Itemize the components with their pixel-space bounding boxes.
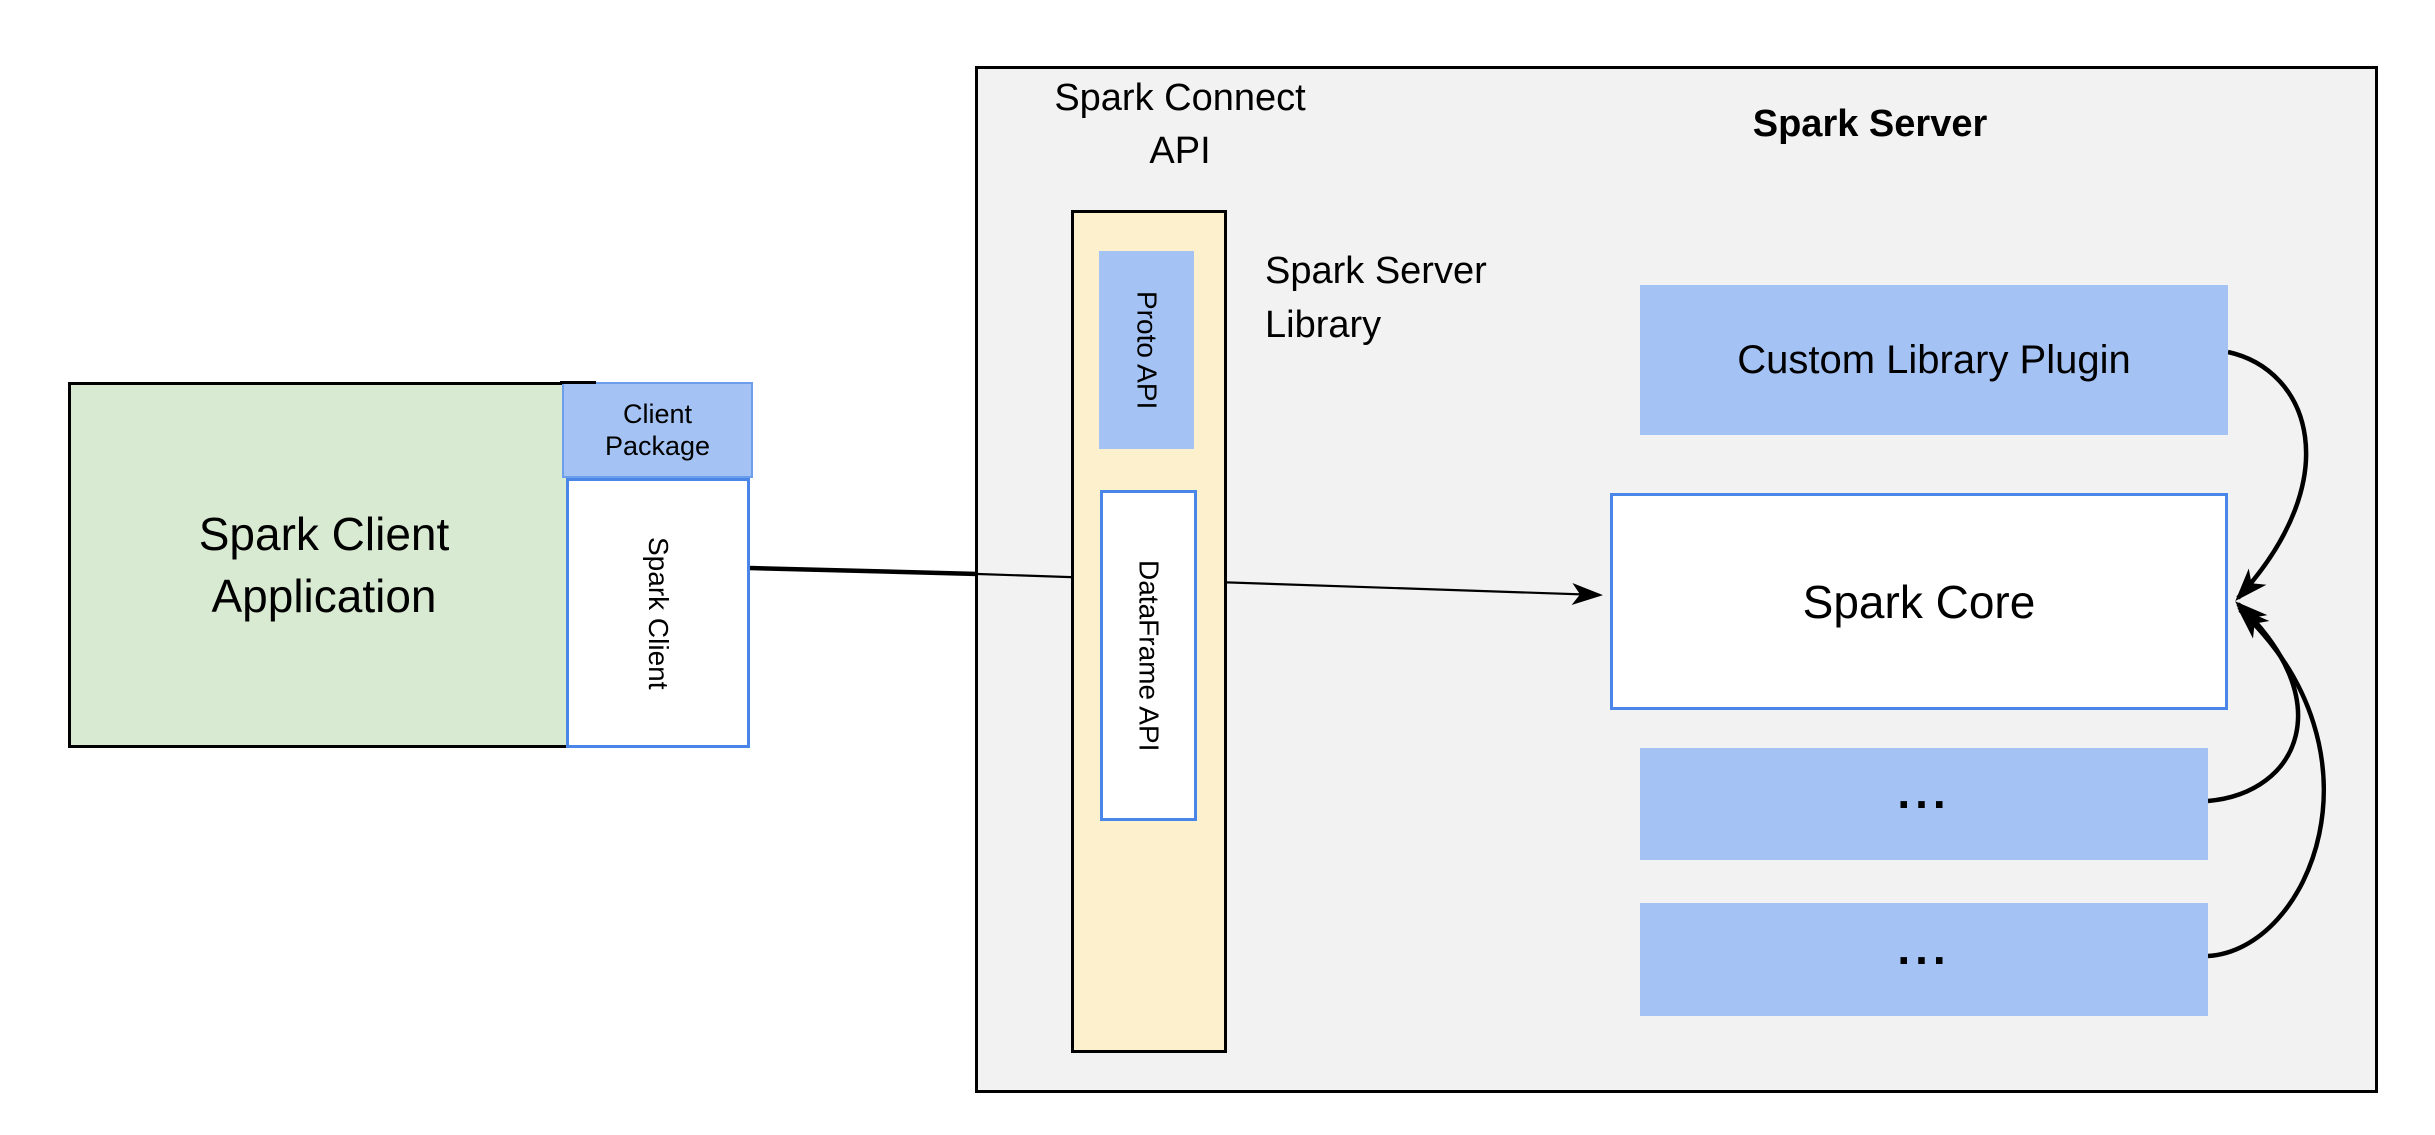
spark-server-title: Spark Server bbox=[1752, 103, 1988, 145]
plugin-placeholder-box-2: ... bbox=[1640, 903, 2208, 1016]
plugin-placeholder-label-1: ... bbox=[1897, 766, 1951, 818]
dataframe-api-box: DataFrame API bbox=[1100, 490, 1197, 821]
client-application-label-line2: Application bbox=[211, 570, 437, 622]
dataframe-api-label: DataFrame API bbox=[1133, 559, 1165, 752]
spark-core-label: Spark Core bbox=[1802, 575, 2036, 628]
plugin-placeholder-label-2: ... bbox=[1897, 921, 1951, 974]
client-application-box: Spark Client Application bbox=[68, 382, 580, 748]
plugin-placeholder-box-1: ... bbox=[1640, 748, 2208, 860]
spark-connect-api-label: Spark Connect API bbox=[1030, 72, 1330, 178]
spark-connect-api-label-line2: API bbox=[1149, 130, 1211, 172]
client-application-label-line1: Spark Client bbox=[198, 508, 450, 560]
spark-server-library-label-line2: Library bbox=[1265, 304, 1382, 346]
spark-core-box: Spark Core bbox=[1610, 493, 2228, 710]
spark-server-library-label: Spark Server Library bbox=[1265, 244, 1585, 352]
client-package-label-line1: Client bbox=[622, 399, 693, 429]
client-to-server-arrow bbox=[749, 565, 979, 577]
proto-api-label: Proto API bbox=[1131, 290, 1163, 410]
spark-client-box: Spark Client bbox=[566, 478, 750, 748]
custom-library-plugin-label: Custom Library Plugin bbox=[1737, 337, 2131, 382]
client-package-label-line2: Package bbox=[604, 431, 711, 461]
custom-library-plugin-box: Custom Library Plugin bbox=[1640, 285, 2228, 435]
client-package-box: Client Package bbox=[562, 382, 753, 478]
proto-api-box: Proto API bbox=[1099, 251, 1194, 449]
green-border-notch bbox=[560, 381, 596, 384]
spark-connect-api-box bbox=[1071, 210, 1227, 1053]
spark-server-library-label-line1: Spark Server bbox=[1265, 250, 1487, 292]
spark-client-label: Spark Client bbox=[643, 536, 674, 690]
spark-connect-api-label-line1: Spark Connect bbox=[1054, 77, 1306, 119]
